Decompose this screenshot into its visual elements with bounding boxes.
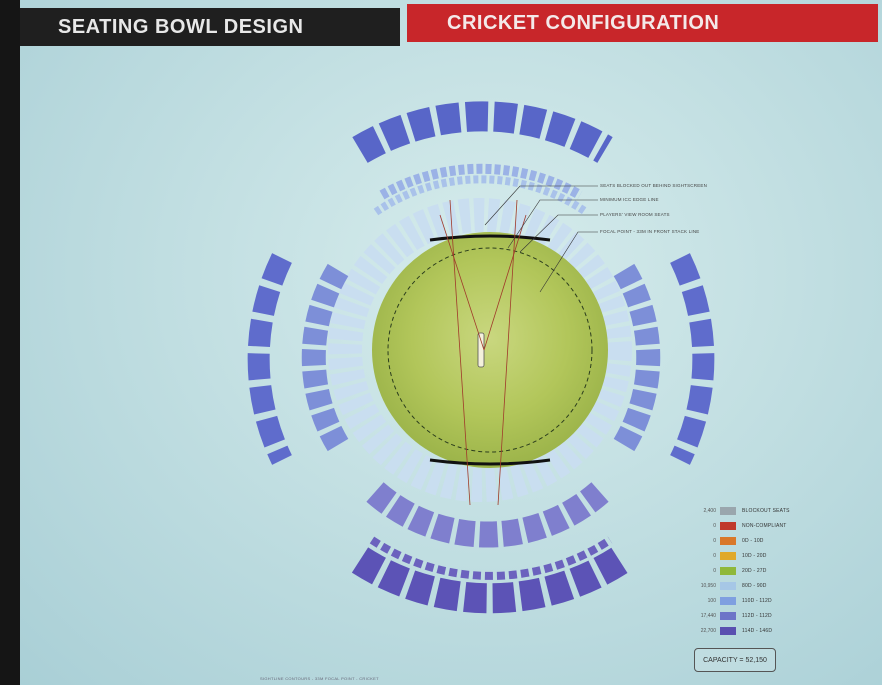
legend-label: 80D - 90D [742,583,767,589]
legend-value: 10,950 [700,583,716,589]
legend-swatch [720,552,736,560]
legend-label: 112D - 112D [742,613,772,619]
sightlines [439,199,527,506]
mid-tier [301,163,661,548]
callout-blocked-seats: SEATS BLOCKED OUT BEHIND SIGHTSCREEN [600,183,708,188]
legend-value: 2,400 [703,508,716,514]
legend-label: NON-COMPLIANT [742,523,787,529]
legend-swatch [720,537,736,545]
legend-row: 0 10D - 20D [682,550,767,562]
legend-row: 2,400 BLOCKOUT SEATS [682,505,790,517]
legend-row: 0 NON-COMPLIANT [682,520,787,532]
legend-row: 100 110D - 112D [682,595,772,607]
seating-bowl-title: SEATING BOWL DESIGN [20,8,400,46]
legend-label: 110D - 112D [742,598,772,604]
capacity-box: CAPACITY = 52,150 [694,648,776,672]
slide: SEATING BOWL DESIGN CRICKET CONFIGURATIO… [20,0,882,685]
legend-value: 0 [713,568,716,574]
legend-swatch [720,507,736,515]
playing-field [372,232,608,468]
callout-players-view: PLAYERS' VIEW ROOM SEATS [600,212,670,217]
legend-swatch [720,627,736,635]
legend-label: 10D - 20D [742,553,767,559]
legend-row: 22,700 114D - 146D [682,625,772,637]
legend-swatch [720,597,736,605]
legend-swatch [720,522,736,530]
cricket-configuration-title: CRICKET CONFIGURATION [407,4,878,42]
legend-label: 0D - 10D [742,538,764,544]
footer-caption: SIGHTLINE CONTOURS - 33M FOCAL POINT - C… [260,676,379,681]
legend-row: 0 20D - 27D [682,565,767,577]
legend-swatch [720,612,736,620]
legend-swatch [720,567,736,575]
callout-leaders [484,185,598,293]
legend-value: 100 [707,598,716,604]
legend-value: 17,440 [700,613,716,619]
legend-row: 0 0D - 10D [682,535,764,547]
callout-focal-point: FOCAL POINT - 33M IN FRONT STACK LINE [600,229,700,234]
legend-row: 10,950 80D - 90D [682,580,767,592]
stadium-plan [247,101,715,614]
inner-tier [328,198,632,502]
legend-row: 17,440 112D - 112D [682,610,772,622]
legend-swatch [720,582,736,590]
legend-value: 0 [713,553,716,559]
upper-tier [247,101,715,614]
legend-label: 20D - 27D [742,568,767,574]
legend-label: BLOCKOUT SEATS [742,508,790,514]
legend-value: 0 [713,523,716,529]
legend-label: 114D - 146D [742,628,773,634]
legend-value: 0 [713,538,716,544]
legend-value: 22,700 [700,628,716,634]
callout-icc-edge: MINIMUM ICC EDGE LINE [600,197,659,202]
